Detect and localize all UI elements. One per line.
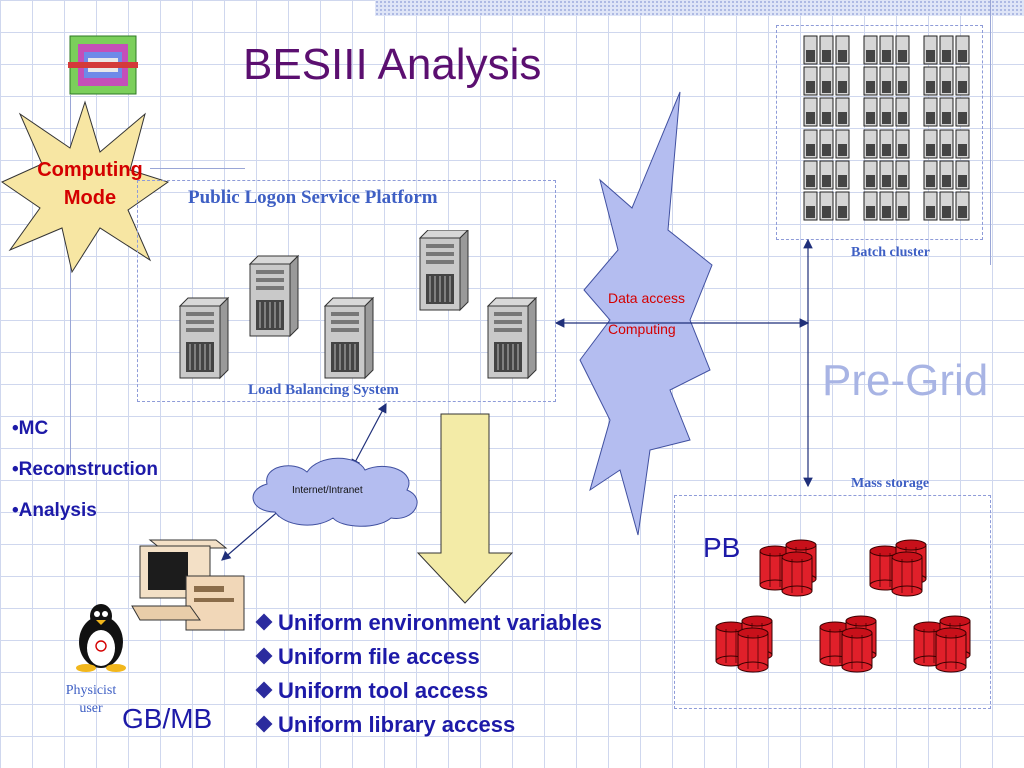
physicist-user-label: Physicist user: [55, 682, 127, 718]
user-label-line1: Physicist: [65, 683, 117, 698]
storage-unit-5: [914, 616, 970, 672]
diamond-bullet-icon: [255, 715, 273, 733]
internet-cloud: [252, 457, 418, 527]
storage-cylinders: [674, 495, 990, 707]
computing-mode-label: Computing Mode: [15, 156, 165, 212]
uniform-item: Uniform file access: [255, 644, 602, 678]
storage-unit-3: [716, 616, 772, 672]
mass-storage-label: Mass storage: [851, 476, 930, 491]
top-decorative-band: [375, 0, 1024, 16]
platform-label: Public Logon Service Platform: [188, 187, 438, 208]
uniform-item-text: Uniform environment variables: [278, 610, 602, 635]
diamond-bullet-icon: [255, 613, 273, 631]
cloud-line-data-access: Data access: [608, 290, 686, 306]
uniform-item: Uniform environment variables: [255, 610, 602, 644]
title-underline-decoration: [150, 168, 245, 169]
public-logon-platform-box: [137, 180, 556, 402]
page-title: BESIII Analysis: [243, 40, 542, 89]
down-arrow: [416, 413, 514, 604]
storage-unit-2: [870, 540, 926, 596]
uniform-access-list: Uniform environment variables Uniform fi…: [255, 610, 602, 746]
pb-label: PB: [703, 532, 741, 563]
task-list: •MC •Reconstruction •Analysis: [12, 418, 158, 541]
user-computer: [131, 539, 245, 631]
left-vertical-line: [70, 95, 71, 475]
storage-unit-1: [760, 540, 816, 596]
uniform-item-text: Uniform file access: [278, 644, 480, 669]
diamond-bullet-icon: [255, 647, 273, 665]
computing-mode-starburst: [0, 100, 170, 274]
computing-mode-line2: Mode: [63, 187, 117, 209]
task-item-reconstruction: •Reconstruction: [12, 459, 158, 480]
load-balancing-label: Load Balancing System: [248, 382, 399, 398]
mass-storage-box: [674, 495, 991, 709]
besiii-detector-logo: [68, 35, 138, 95]
computing-mode-line1: Computing: [37, 159, 143, 181]
user-label-line2: user: [79, 701, 103, 716]
task-item-analysis: •Analysis: [12, 500, 97, 521]
storage-unit-4: [820, 616, 876, 672]
gbmb-label: GB/MB: [122, 703, 213, 734]
batch-cluster-box: [776, 25, 983, 240]
right-decorative-line: [990, 0, 991, 265]
uniform-item-text: Uniform library access: [278, 712, 516, 737]
batch-cluster-label: Batch cluster: [851, 245, 930, 260]
diamond-bullet-icon: [255, 681, 273, 699]
uniform-item-text: Uniform tool access: [278, 678, 489, 703]
internet-label: Internet/Intranet: [292, 485, 363, 496]
task-item-mc: •MC: [12, 418, 49, 439]
uniform-item: Uniform library access: [255, 712, 602, 746]
uniform-item: Uniform tool access: [255, 678, 602, 712]
penguin-icon: [76, 604, 126, 672]
pre-grid-label: Pre-Grid: [822, 356, 989, 405]
